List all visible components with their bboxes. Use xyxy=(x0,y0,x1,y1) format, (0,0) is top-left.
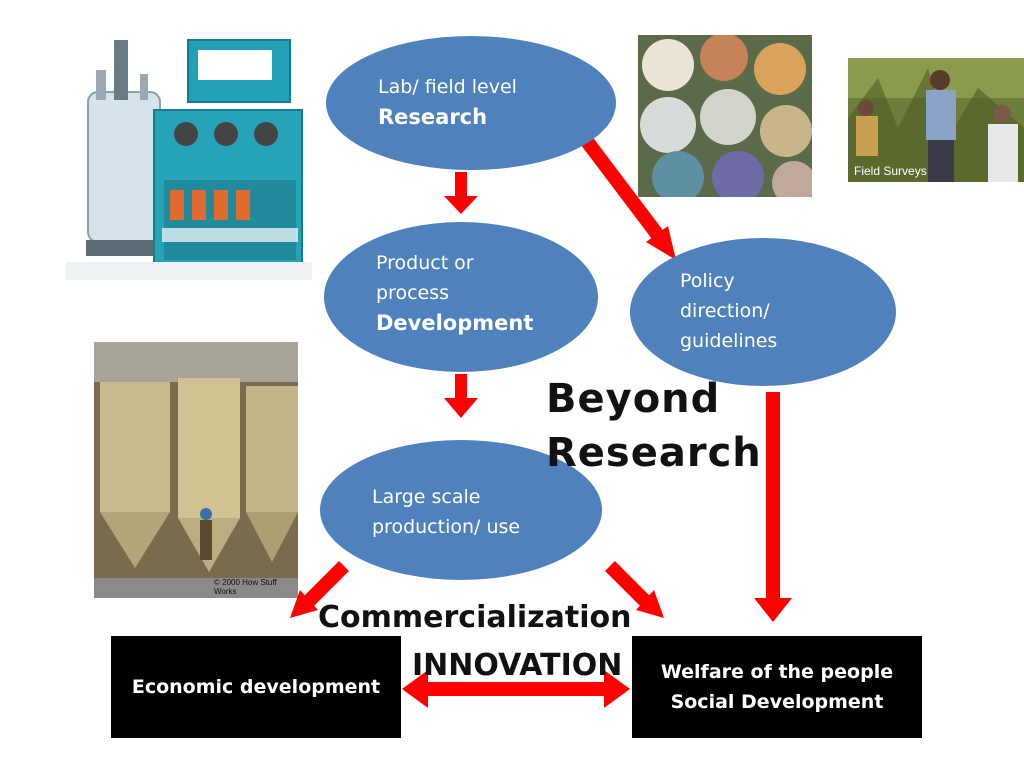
arrow-large-scale-to-welfare xyxy=(605,561,664,618)
box-economic-development: Economic development xyxy=(111,636,401,738)
beyond-research-label: Beyond Research xyxy=(546,376,762,476)
commercialization-label: Commercialization xyxy=(318,600,632,635)
petri-dishes-photo xyxy=(638,35,812,197)
node-large-scale: Large scale production/ use xyxy=(320,440,602,580)
arrow-lab-to-policy xyxy=(580,135,676,260)
arrow-large-scale-to-economic xyxy=(290,561,349,618)
bioreactor-photo xyxy=(66,30,312,280)
innovation-label: INNOVATION xyxy=(412,648,623,683)
fermenter-tanks-photo: © 2000 How Stuff Works xyxy=(94,342,298,598)
node-policy: Policy direction/ guidelines xyxy=(630,238,896,386)
arrow-product-to-large-scale xyxy=(444,374,478,418)
arrow-policy-to-welfare xyxy=(754,392,792,622)
arrow-economic-welfare-double xyxy=(402,670,630,708)
box-welfare-social: Welfare of the people Social Development xyxy=(632,636,922,738)
node-lab-research: Lab/ field level Research xyxy=(326,36,616,170)
fermenter-caption: © 2000 How Stuff Works xyxy=(214,578,277,596)
field-survey-photo: Field Surveys xyxy=(848,58,1024,182)
node-product-development: Product or process Development xyxy=(324,222,598,372)
arrow-lab-to-product xyxy=(444,172,478,214)
field-survey-caption: Field Surveys xyxy=(854,164,927,178)
